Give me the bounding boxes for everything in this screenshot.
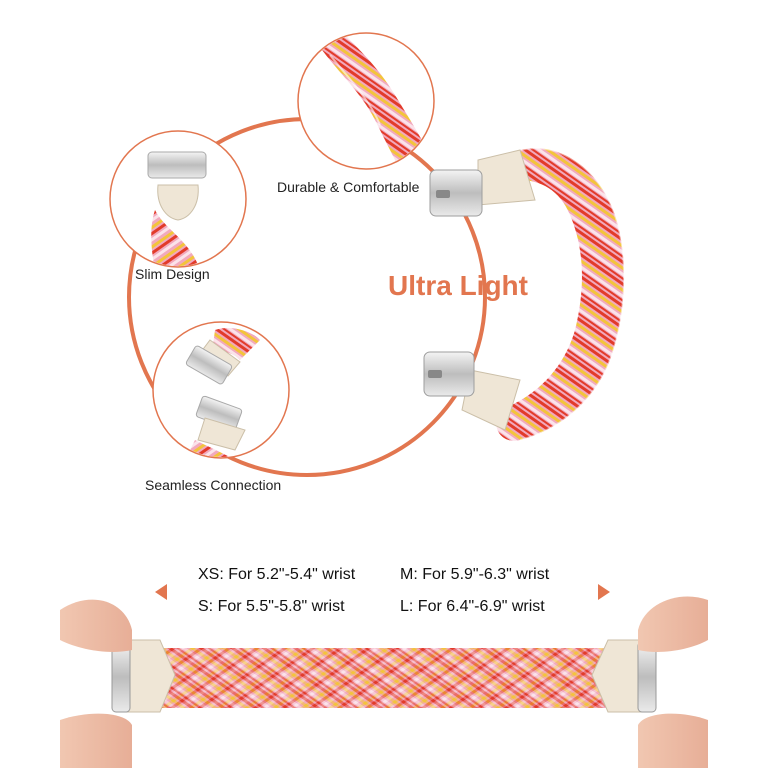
size-m: M: For 5.9"-6.3" wrist (400, 566, 550, 583)
headline: Ultra Light (388, 270, 528, 301)
feature-label-slim: Slim Design (135, 266, 210, 282)
detail-circle-top (297, 32, 435, 170)
size-xs: XS: For 5.2"-5.4" wrist (198, 566, 356, 583)
stretched-band (60, 596, 708, 768)
feature-label-seamless: Seamless Connection (145, 477, 282, 493)
size-s: S: For 5.5"-5.8" wrist (198, 598, 345, 615)
detail-circle-left (109, 130, 247, 268)
arrow-left-icon (155, 584, 167, 600)
watch-band (423, 147, 626, 441)
arrow-right-icon (598, 584, 610, 600)
feature-label-durable: Durable & Comfortable (277, 179, 420, 195)
detail-circle-lower-left (152, 321, 290, 459)
size-l: L: For 6.4"-6.9" wrist (400, 598, 545, 615)
